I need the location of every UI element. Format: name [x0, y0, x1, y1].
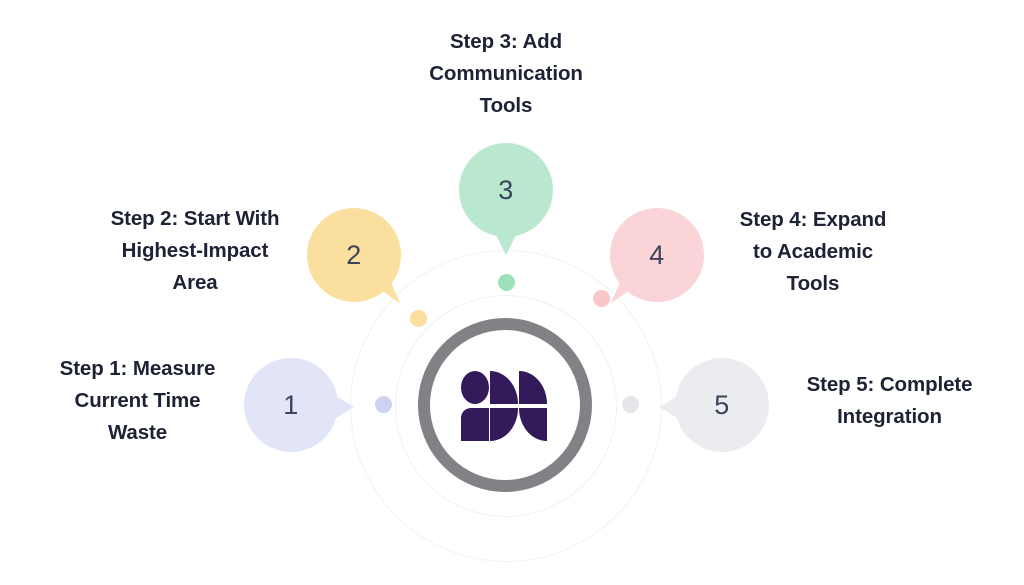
step-caption-5-line-2: Integration: [837, 405, 942, 428]
step-bubble-4[interactable]: 4: [596, 208, 704, 304]
step-caption-2: Step 2: Start With Highest-Impact Area: [81, 203, 309, 299]
logo-shape-quarter-bottom-right: [519, 408, 547, 441]
step-caption-3: Step 3: Add Communication Tools: [392, 26, 620, 122]
step-bubble-1[interactable]: 1: [244, 358, 354, 452]
step-caption-5-line-1: Step 5: Complete: [806, 373, 973, 396]
bubble-tail-1: [336, 396, 354, 418]
step-number-3: 3: [498, 174, 514, 205]
bubble-tail-5: [659, 396, 677, 418]
step-number-5: 5: [714, 389, 730, 420]
step-caption-4: Step 4: Expand to Academic Tools: [713, 204, 913, 300]
step-number-1: 1: [283, 389, 299, 420]
orbit-dot-step-3: [498, 274, 515, 291]
step-caption-4-line-3: Tools: [786, 272, 840, 295]
logo-shape-quarter-bottom-mid: [490, 408, 518, 441]
step-caption-3-line-3: Tools: [479, 94, 533, 117]
orbit-dot-step-5: [622, 396, 639, 413]
step-caption-1-line-3: Waste: [107, 421, 168, 444]
logo-shape-quarter-top-right: [519, 371, 547, 404]
logo-shape-quarter-top-mid: [490, 371, 518, 404]
step-caption-1-line-2: Current Time: [74, 389, 201, 412]
step-caption-1: Step 1: Measure Current Time Waste: [30, 353, 245, 449]
step-caption-3-line-1: Step 3: Add: [449, 30, 563, 53]
step-caption-3-line-2: Communication: [429, 62, 583, 85]
step-number-2: 2: [346, 239, 362, 270]
step-caption-4-line-2: to Academic: [752, 240, 874, 263]
step-bubble-3[interactable]: 3: [459, 143, 553, 255]
step-bubble-2[interactable]: 2: [307, 208, 415, 304]
step-caption-5: Step 5: Complete Integration: [782, 369, 997, 433]
step-caption-1-line-1: Step 1: Measure: [59, 357, 216, 380]
orbit-dot-step-1: [375, 396, 392, 413]
bubble-tail-3: [495, 233, 517, 255]
logo-shape-circle: [461, 371, 489, 404]
step-caption-4-line-1: Step 4: Expand: [739, 208, 887, 231]
orbit-ring-inner: [395, 295, 617, 517]
orbit-dot-step-4: [593, 290, 610, 307]
step-number-4: 4: [649, 239, 665, 270]
orbit-dot-step-2: [410, 310, 427, 327]
brand-logo-icon: [461, 371, 549, 441]
step-caption-2-line-2: Highest-Impact: [121, 239, 269, 262]
step-caption-2-line-1: Step 2: Start With: [110, 207, 280, 230]
logo-shape-square-bottom-left: [461, 408, 489, 441]
step-bubble-5[interactable]: 5: [659, 358, 769, 452]
step-caption-2-line-3: Area: [172, 271, 218, 294]
